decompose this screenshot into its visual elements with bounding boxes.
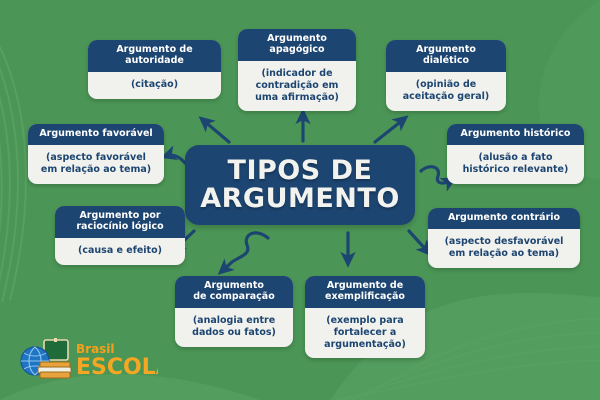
arrow-to-dialetico (373, 115, 409, 144)
node-favoravel-title: Argumento favorável (28, 124, 164, 145)
books-icon (37, 361, 72, 379)
chalkboard-icon (43, 338, 69, 361)
node-autoridade-description: (citação) (130, 78, 179, 90)
node-favoravel: Argumento favorável (aspecto favorável e… (28, 124, 164, 184)
node-contrario-title: Argumento contrário (428, 208, 580, 229)
arrow-to-autoridade (198, 116, 231, 144)
node-apagogico-description: (indicador de contradição em uma afirmaç… (255, 67, 339, 103)
node-contrario: Argumento contrário (aspecto desfavoráve… (428, 208, 580, 268)
node-apagogico: Argumento apagógico (indicador de contra… (238, 29, 356, 112)
arrow-to-comparacao (217, 231, 270, 275)
node-raciocinio-logico-title: Argumento por raciocínio lógico (55, 206, 185, 238)
node-historico-title: Argumento histórico (447, 124, 584, 145)
node-historico-description: (alusão a fato histórico relevante) (462, 151, 569, 175)
node-autoridade: Argumento de autoridade (citação) (88, 40, 221, 99)
node-exemplificacao: Argumento de exemplificação (exemplo par… (305, 276, 425, 359)
node-dialetico: Argumento dialético (opinião de aceitaçã… (386, 40, 506, 111)
arrow-to-contrario (407, 229, 432, 257)
node-raciocinio-logico-description: (causa e efeito) (78, 244, 162, 256)
page-title: TIPOS DE ARGUMENTO (200, 154, 400, 214)
node-comparacao: Argumento de comparação (analogia entre … (175, 276, 293, 347)
node-autoridade-title: Argumento de autoridade (88, 40, 221, 72)
node-exemplificacao-title: Argumento de exemplificação (305, 276, 425, 308)
node-comparacao-description: (analogia entre dados ou fatos) (192, 314, 276, 338)
node-favoravel-description: (aspecto favorável em relação ao tema) (40, 151, 152, 175)
node-historico: Argumento histórico (alusão a fato histó… (447, 124, 584, 184)
node-raciocinio-logico: Argumento por raciocínio lógico (causa e… (55, 206, 185, 265)
node-contrario-description: (aspecto desfavorável em relação ao tema… (444, 235, 564, 259)
arrow-to-favoravel (160, 145, 187, 165)
node-dialetico-description: (opinião de aceitação geral) (402, 78, 490, 102)
node-comparacao-title: Argumento de comparação (175, 276, 293, 308)
node-dialetico-title: Argumento dialético (386, 40, 506, 72)
logo-brand-top: Brasil (76, 342, 115, 356)
node-apagogico-title: Argumento apagógico (238, 29, 356, 61)
brasil-escola-logo: Brasil ESCOLA (20, 338, 158, 380)
node-exemplificacao-description: (exemplo para fortalecer a argumentação) (324, 314, 406, 350)
logo-brand-bottom: ESCOLA (76, 355, 158, 380)
center-title-box: TIPOS DE ARGUMENTO (185, 145, 415, 225)
